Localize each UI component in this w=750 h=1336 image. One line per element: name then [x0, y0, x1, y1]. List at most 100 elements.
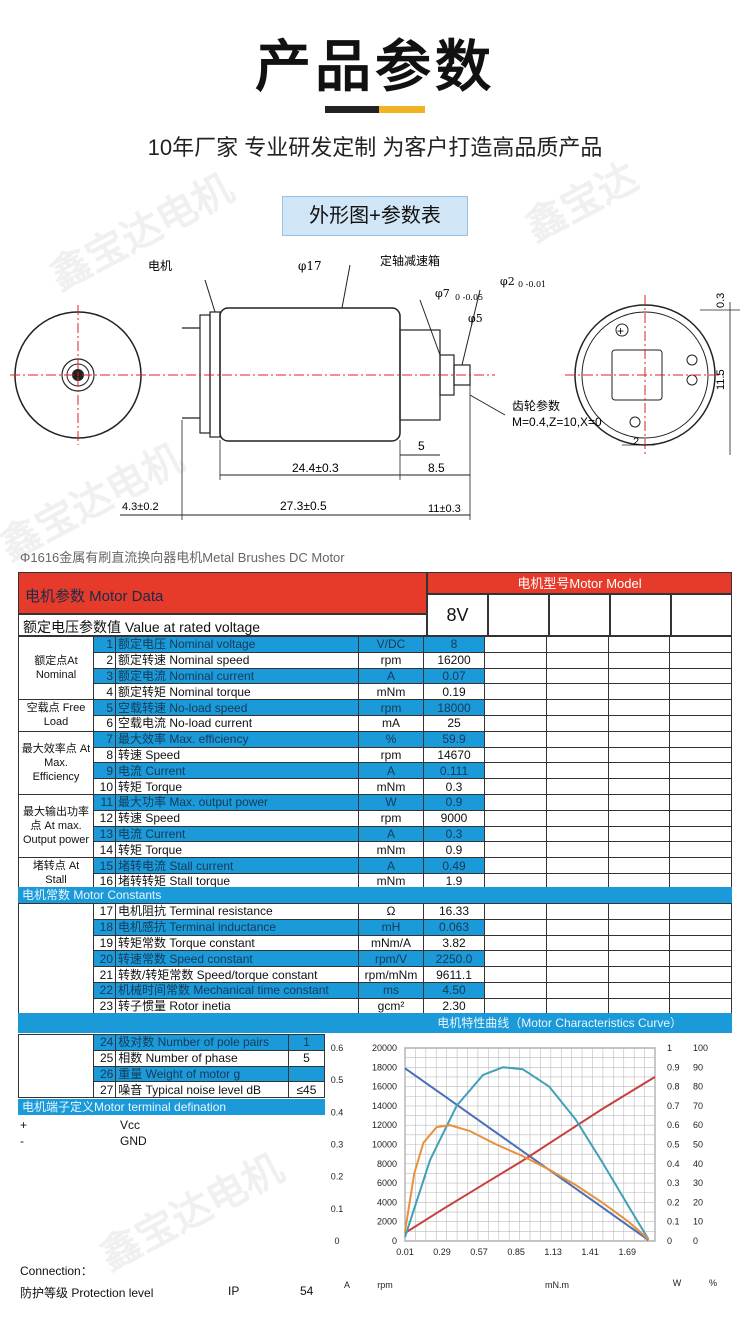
y-tick-label-W: 0.9 [667, 1062, 680, 1072]
empty-cell [607, 667, 671, 685]
param-unit: mA [358, 714, 424, 732]
model-voltage: 8V [427, 594, 488, 636]
y-tick-label-rpm: 0 [392, 1236, 397, 1246]
param-value: 18000 [423, 699, 485, 716]
row-number: 10 [93, 778, 116, 795]
empty-cell [669, 636, 732, 653]
model-empty-cell [610, 594, 671, 636]
param-name: 空载电流 No-load current [115, 714, 359, 732]
empty-cell [607, 872, 671, 890]
param-value [287, 1065, 326, 1083]
param-name: 电流 Current [115, 762, 359, 780]
y-tick-label-rpm: 20000 [372, 1043, 397, 1053]
y-tick-label-W: 0.4 [667, 1159, 680, 1169]
label-plus: + [617, 324, 624, 338]
y-tick-label-pct: 0 [693, 1236, 698, 1246]
y-tick-label-A: 0.2 [331, 1172, 344, 1182]
series-line-rpm [404, 1067, 649, 1241]
row-number: 3 [93, 667, 116, 685]
param-value: 9000 [423, 809, 485, 827]
label-motor: 电机 [148, 259, 172, 273]
empty-cell [669, 793, 732, 811]
param-value: 0.111 [423, 762, 485, 780]
group-label: 最大效率点 At Max. Efficiency [18, 730, 94, 795]
label-dim-24-4: 24.4±0.3 [292, 461, 339, 475]
param-value: 0.3 [423, 778, 485, 795]
y-tick-label-A: 0.5 [331, 1075, 344, 1085]
row-number: 6 [93, 714, 116, 732]
empty-cell [669, 667, 732, 685]
param-value: 0.9 [423, 793, 485, 811]
row-number: 17 [93, 903, 116, 920]
empty-cell [669, 903, 732, 920]
y-tick-label-rpm: 8000 [377, 1159, 397, 1169]
label-dim-2: 2 [633, 436, 639, 448]
empty-cell [669, 699, 732, 716]
empty-cell [484, 746, 547, 764]
param-name: 堵转电流 Stall current [115, 857, 359, 874]
param-value: 2.30 [423, 997, 485, 1015]
label-dim-4-3: 4.3±0.2 [122, 501, 159, 513]
group-spacer [17, 1033, 95, 1099]
row-number: 20 [93, 950, 116, 968]
series-line-pct [404, 1124, 650, 1240]
empty-cell [607, 714, 671, 732]
y-tick-label-rpm: 6000 [377, 1178, 397, 1188]
param-unit: rpm/V [358, 950, 424, 968]
param-name: 额定转速 Nominal speed [115, 651, 359, 669]
param-unit: A [358, 762, 424, 780]
terminal-minus-name: GND [120, 1134, 147, 1148]
empty-cell [545, 636, 609, 653]
param-unit: mNm [358, 841, 424, 859]
empty-cell [484, 981, 547, 999]
empty-cell [484, 997, 547, 1015]
watermark-logo: 鑫宝达电机 [93, 1146, 291, 1279]
row-number: 18 [93, 918, 116, 936]
param-name: 空载转速 No-load speed [115, 699, 359, 716]
param-name: 额定电压 Nominal voltage [115, 636, 359, 653]
group-spacer [18, 903, 94, 1015]
empty-cell [545, 651, 609, 669]
label-phi2-tol: 0 -0.01 [518, 280, 546, 289]
protection-label: 防护等级 Protection level [20, 1286, 154, 1300]
empty-cell [484, 793, 547, 811]
row-number: 11 [93, 793, 116, 811]
param-value: 14670 [423, 746, 485, 764]
param-value: 0.063 [423, 918, 485, 936]
param-unit: ms [358, 981, 424, 999]
row-number: 1 [93, 636, 116, 653]
empty-cell [545, 981, 609, 999]
label-dim-0-3: 0.3 [715, 293, 727, 308]
empty-cell [484, 651, 547, 669]
param-name: 转子惯量 Rotor inetia [115, 997, 359, 1015]
y-tick-label-W: 1 [667, 1043, 672, 1053]
y-tick-label-rpm: 14000 [372, 1101, 397, 1111]
empty-cell [669, 778, 732, 795]
empty-cell [669, 762, 732, 780]
param-unit: rpm/mNm [358, 966, 424, 983]
param-unit: rpm [358, 651, 424, 669]
empty-cell [545, 730, 609, 748]
label-gearbox: 定轴减速箱 [380, 253, 440, 268]
y-tick-label-A: 0.3 [331, 1140, 344, 1150]
end-view-left [10, 305, 150, 445]
row-number: 14 [93, 841, 116, 859]
empty-cell [607, 762, 671, 780]
y-tick-label-A: 0.1 [331, 1204, 344, 1214]
empty-cell [669, 857, 732, 874]
empty-cell [669, 746, 732, 764]
empty-cell [607, 699, 671, 716]
y-tick-label-pct: 20 [693, 1197, 703, 1207]
connection-label: Connection： [20, 1264, 93, 1278]
empty-cell [545, 809, 609, 827]
